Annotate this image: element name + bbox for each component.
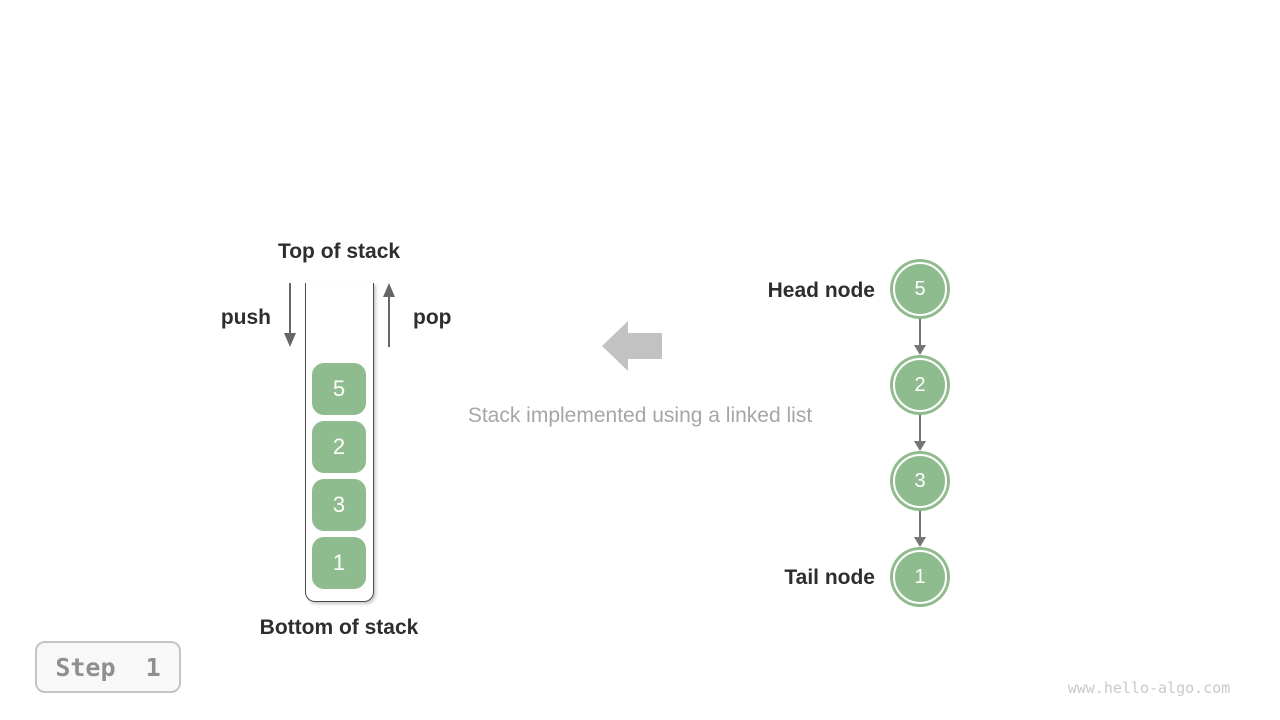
step-badge: Step 1 bbox=[35, 641, 181, 693]
bottom-of-stack-label: Bottom of stack bbox=[259, 616, 419, 639]
stack-item: 1 bbox=[312, 537, 366, 589]
linked-list-node: 3 bbox=[893, 454, 947, 508]
diagram-caption: Stack implemented using a linked list bbox=[467, 404, 813, 427]
stack-item: 2 bbox=[312, 421, 366, 473]
stack-item: 3 bbox=[312, 479, 366, 531]
linked-list-node: 1 bbox=[893, 550, 947, 604]
linked-list-node: 5 bbox=[893, 262, 947, 316]
stack-container bbox=[305, 283, 374, 602]
linked-list-node: 2 bbox=[893, 358, 947, 412]
tail-node-label: Tail node bbox=[784, 566, 875, 589]
push-label: push bbox=[220, 306, 271, 329]
pop-label: pop bbox=[413, 306, 452, 329]
head-node-label: Head node bbox=[767, 279, 875, 302]
top-of-stack-label: Top of stack bbox=[277, 240, 401, 263]
watermark-text: www.hello-algo.com bbox=[1067, 679, 1231, 697]
stack-item: 5 bbox=[312, 363, 366, 415]
